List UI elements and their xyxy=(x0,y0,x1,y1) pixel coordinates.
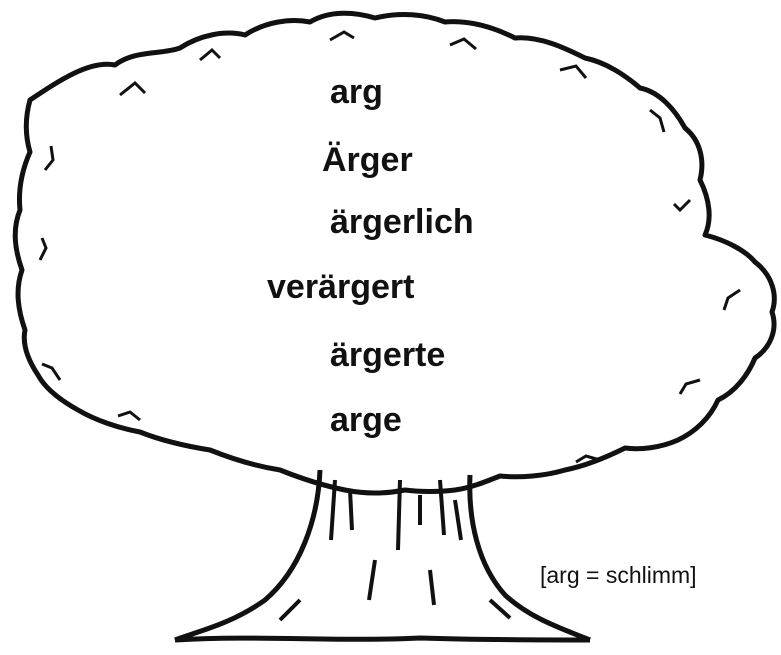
word-aergerlich: ärgerlich xyxy=(330,205,474,239)
tree-crown-texture xyxy=(40,32,740,462)
word-veraergert: verärgert xyxy=(267,270,414,304)
word-arg: arg xyxy=(330,75,383,109)
definition-note: [arg = schlimm] xyxy=(540,562,697,589)
word-arge: arge xyxy=(330,403,402,437)
tree-trunk xyxy=(175,470,590,640)
word-aerger: Ärger xyxy=(322,143,413,177)
word-aergerte: ärgerte xyxy=(330,338,445,372)
